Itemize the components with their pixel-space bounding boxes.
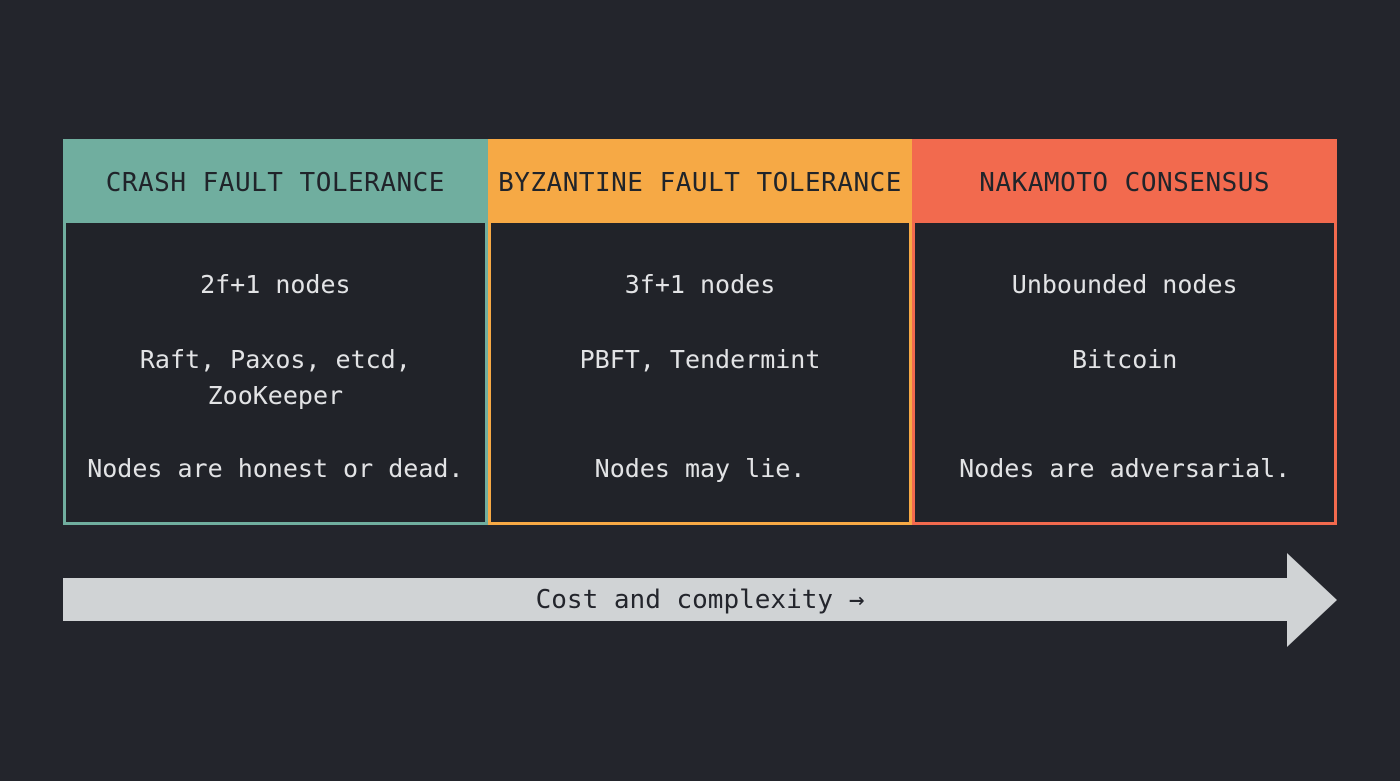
example-systems: PBFT, Tendermint (579, 345, 821, 374)
example-systems: Raft, Paxos, etcd, ZooKeeper (139, 345, 411, 410)
column-header: BYZANTINE FAULT TOLERANCE (490, 142, 910, 223)
example-systems: Bitcoin (1072, 345, 1178, 374)
nodes-requirement: 2f+1 nodes (200, 270, 351, 299)
assumption-text: Nodes are adversarial. (959, 454, 1291, 483)
column-header: CRASH FAULT TOLERANCE (66, 142, 485, 223)
nodes-requirement: Unbounded nodes (1011, 270, 1238, 299)
column-title: CRASH FAULT TOLERANCE (105, 167, 445, 198)
cost-complexity-arrow: Cost and complexity → (63, 553, 1337, 647)
column-body: Unbounded nodes Bitcoin Nodes are advers… (915, 223, 1334, 522)
column-crash-fault-tolerance: CRASH FAULT TOLERANCE 2f+1 nodes Raft, P… (63, 139, 488, 525)
column-body: 2f+1 nodes Raft, Paxos, etcd, ZooKeeper … (66, 223, 485, 522)
column-title: BYZANTINE FAULT TOLERANCE (498, 167, 902, 198)
assumption-text: Nodes are honest or dead. (87, 454, 464, 483)
arrow-bar (63, 578, 1287, 621)
assumption-text: Nodes may lie. (594, 454, 806, 483)
comparison-table: CRASH FAULT TOLERANCE 2f+1 nodes Raft, P… (63, 139, 1338, 525)
arrow-head-icon (1287, 553, 1337, 647)
column-title: NAKAMOTO CONSENSUS (979, 167, 1271, 198)
column-byzantine-fault-tolerance: BYZANTINE FAULT TOLERANCE 3f+1 nodes PBF… (487, 139, 913, 525)
arrow-label: Cost and complexity → (535, 584, 865, 615)
nodes-requirement: 3f+1 nodes (624, 270, 776, 299)
column-nakamoto-consensus: NAKAMOTO CONSENSUS Unbounded nodes Bitco… (912, 139, 1338, 525)
column-header: NAKAMOTO CONSENSUS (915, 142, 1335, 223)
column-body: 3f+1 nodes PBFT, Tendermint Nodes may li… (491, 223, 910, 522)
